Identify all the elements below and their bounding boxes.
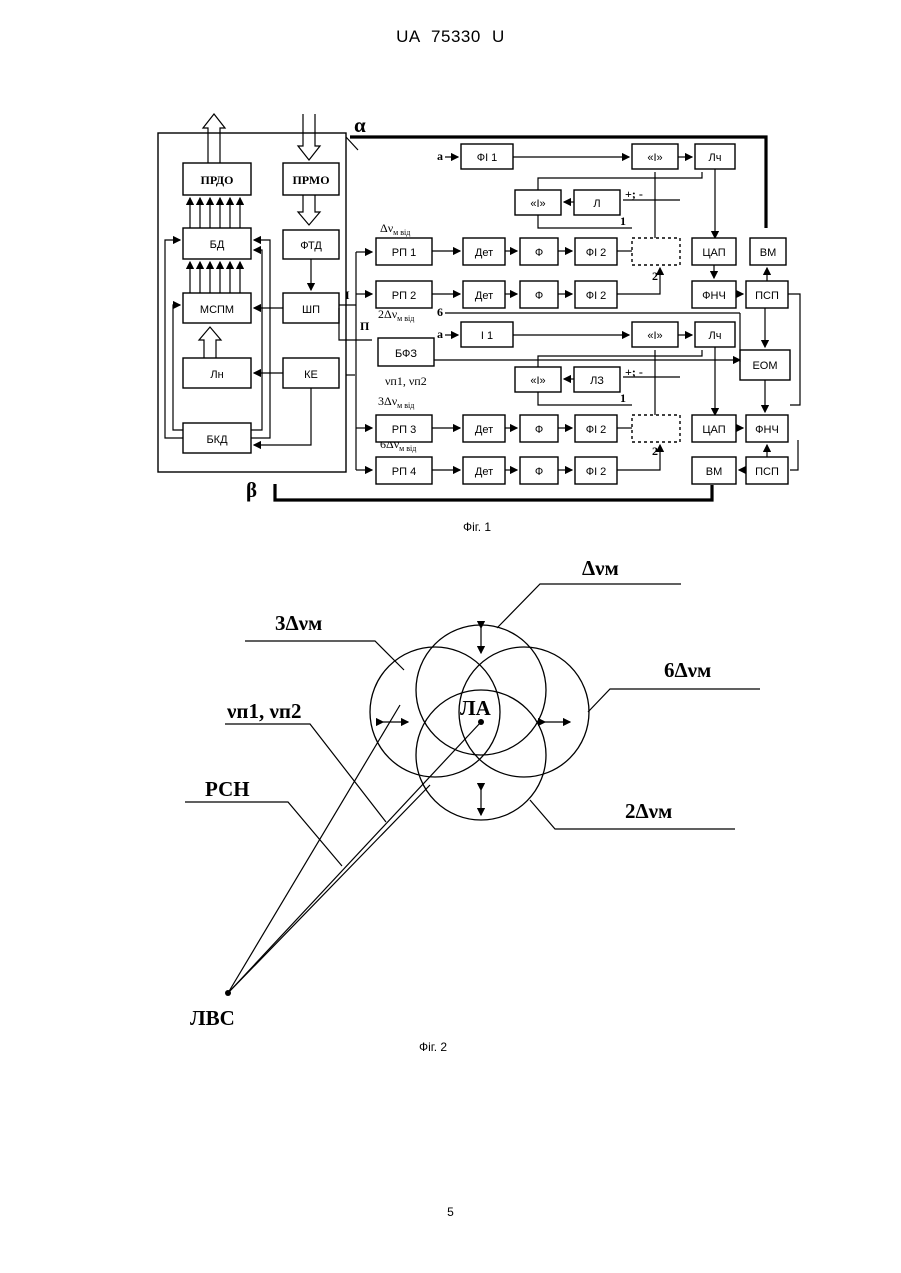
figure-2-caption: Фіг. 2 bbox=[419, 1040, 447, 1054]
label-6-delta-vm: 6Δνм bbox=[664, 658, 711, 682]
label-la: ЛА bbox=[460, 696, 492, 720]
label-3-delta-vm: 3Δνм bbox=[275, 611, 322, 635]
leader-lines bbox=[185, 584, 760, 866]
label-vn: νп1, νп2 bbox=[226, 699, 301, 723]
rays bbox=[228, 705, 481, 993]
double-arrows bbox=[383, 628, 570, 815]
label-lvs: ЛВС bbox=[190, 1006, 235, 1030]
label-rsn: РСН bbox=[205, 777, 250, 801]
label-2-delta-vm: 2Δνм bbox=[625, 799, 672, 823]
label-delta-vm: Δνм bbox=[582, 556, 619, 580]
page-number: 5 bbox=[0, 1205, 901, 1219]
